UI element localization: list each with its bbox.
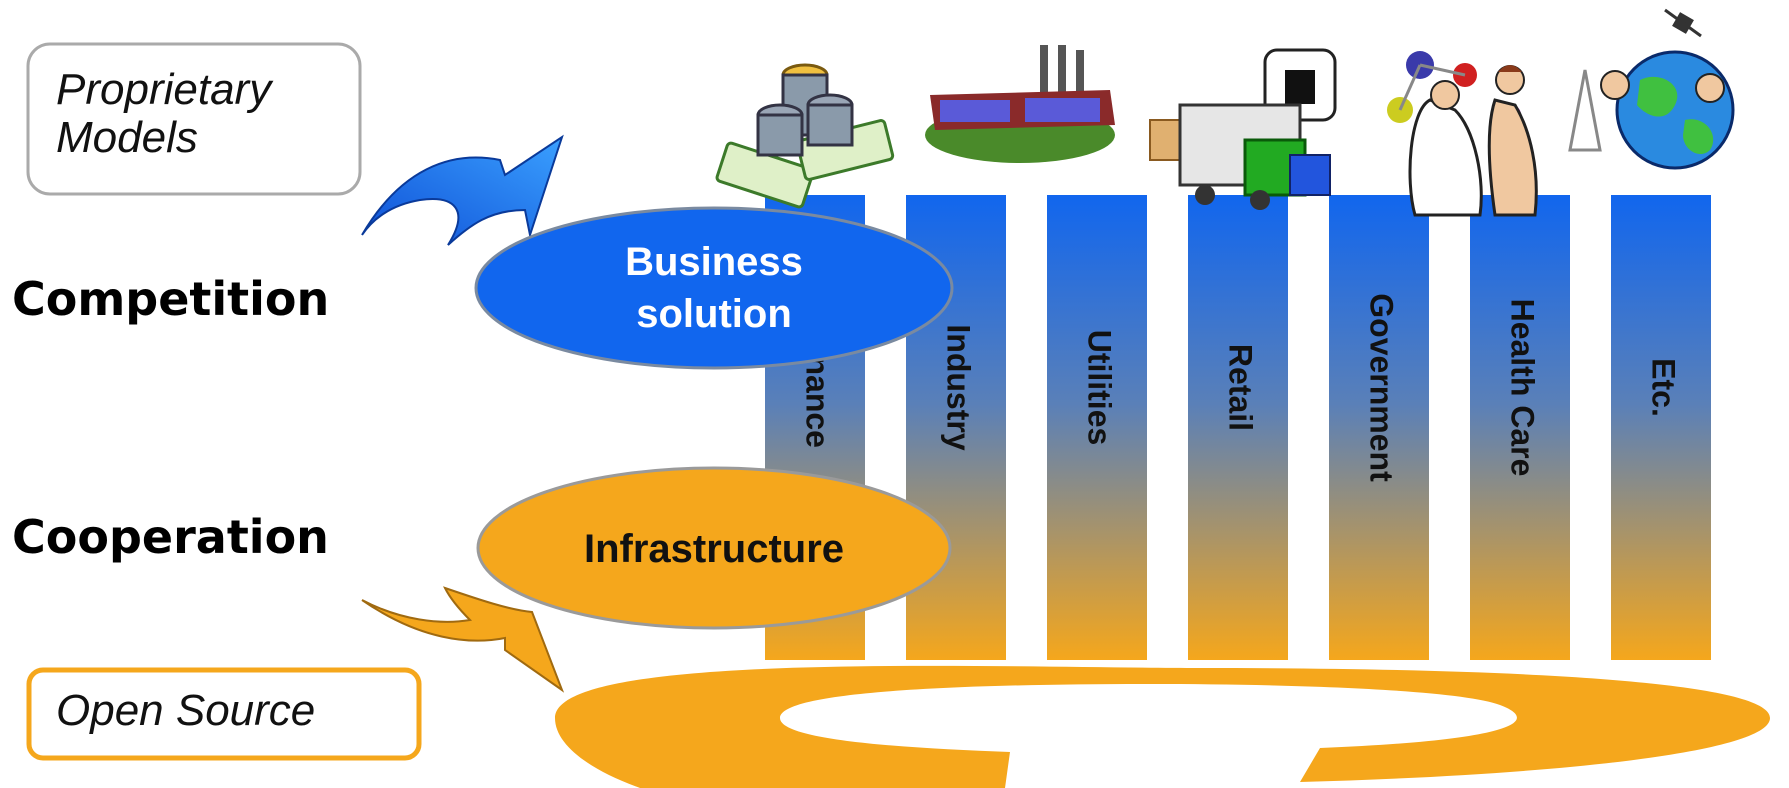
open-source-box: Open Source: [26, 667, 422, 761]
cooperation-label: Cooperation: [12, 510, 329, 564]
business-solution-ellipse: Business solution: [474, 206, 954, 370]
globe-satellite-icon: [1568, 8, 1735, 170]
open-source-label: Open Source: [56, 686, 315, 735]
proprietary-models-label-line1: Proprietary: [56, 65, 274, 114]
column-label: Utilities: [1082, 330, 1118, 446]
business-solution-label-line2: solution: [636, 292, 792, 336]
infrastructure-ellipse: Infrastructure: [476, 466, 952, 630]
column-label: Etc.: [1646, 358, 1682, 417]
truck-gifts-icon: [1149, 48, 1337, 210]
doctor-patient-icon: [1387, 51, 1538, 217]
column-bar: [1470, 195, 1570, 660]
column-label: Health Care: [1505, 299, 1541, 477]
column-bar: [1188, 195, 1288, 660]
competition-label: Competition: [12, 272, 329, 326]
column-bar: [1329, 195, 1429, 660]
column-label: Industry: [941, 324, 977, 450]
column-label: Government: [1364, 293, 1400, 482]
orange-curved-arrow: [361, 586, 565, 693]
factory-icon: [925, 45, 1115, 163]
infrastructure-label: Infrastructure: [584, 527, 844, 571]
proprietary-models-box: Proprietary Models: [26, 42, 362, 196]
column-label: Retail: [1223, 344, 1259, 431]
column-bar: [1047, 195, 1147, 660]
column-bar: [1611, 195, 1711, 660]
blue-curved-arrow: [361, 134, 564, 246]
proprietary-models-label-line2: Models: [56, 113, 198, 162]
money-stack-icon: [715, 63, 895, 209]
cycle-arrow-loop: [555, 665, 1770, 788]
business-solution-label-line1: Business: [625, 240, 803, 284]
